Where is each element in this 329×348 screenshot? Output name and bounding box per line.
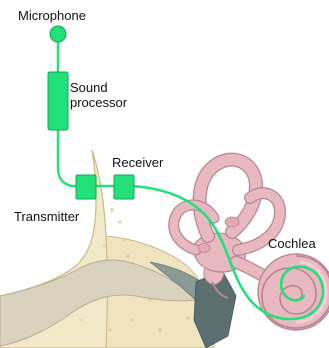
transmitter-label: Transmitter (14, 209, 79, 224)
sound-processor-device (48, 72, 68, 130)
microphone-label: Microphone (18, 8, 86, 23)
receiver-label: Receiver (112, 155, 163, 170)
cochlea-label: Cochlea (268, 236, 316, 251)
sound-processor-label: Sound processor (70, 80, 160, 110)
receiver-device (114, 175, 134, 199)
transmitter-device (76, 175, 96, 199)
microphone-device (50, 26, 66, 42)
